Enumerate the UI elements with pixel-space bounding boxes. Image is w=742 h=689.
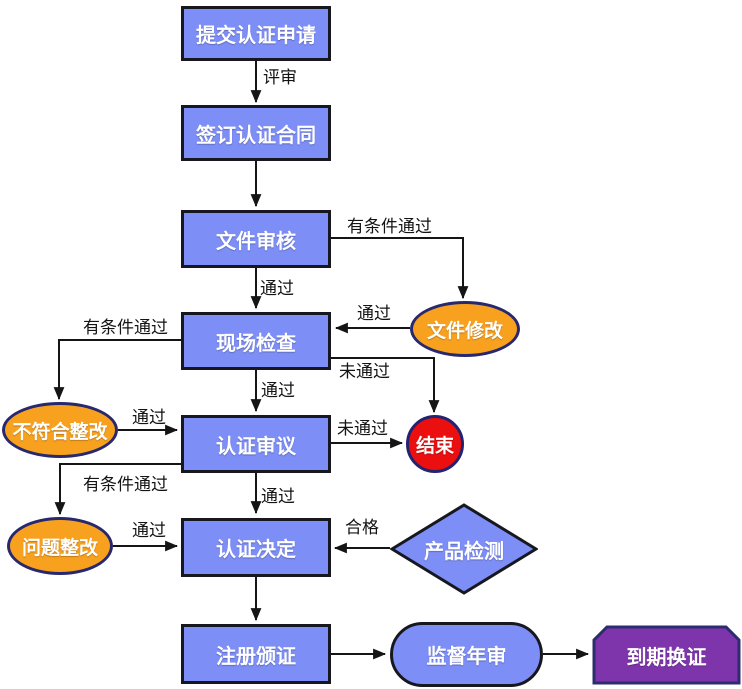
node-annual-supervision-review: 监督年审 — [390, 622, 543, 687]
edge-label-pass-nonconform: 通过 — [132, 408, 166, 428]
node-end: 结束 — [406, 415, 464, 473]
node-sign-contract: 签订认证合同 — [181, 105, 331, 161]
edge-docreview-docmodify — [331, 237, 469, 300]
node-problem-rectification: 问题整改 — [7, 517, 113, 575]
node-label: 不符合整改 — [12, 420, 108, 443]
node-label: 现场检查 — [216, 330, 296, 355]
node-label: 问题整改 — [21, 536, 98, 559]
node-label: 签订认证合同 — [196, 122, 316, 147]
edge-label-qualified: 合格 — [345, 518, 379, 538]
node-label: 认证审议 — [216, 433, 296, 458]
edge-siteinspection-end — [331, 357, 440, 414]
node-label: 结束 — [415, 434, 454, 457]
beveled-rectangle-shape — [592, 625, 741, 685]
node-document-review: 文件审核 — [181, 210, 331, 268]
node-label: 监督年审 — [426, 644, 507, 668]
node-product-testing: 产品检测 — [390, 503, 538, 595]
node-label: 文件修改 — [426, 319, 503, 342]
edge-label-pass-siteinspection: 通过 — [261, 381, 295, 401]
diamond-shape — [390, 503, 538, 595]
node-certification-decision: 认证决定 — [181, 518, 331, 577]
node-registration-certificate: 注册颁证 — [181, 624, 331, 684]
node-label: 产品检测 — [424, 538, 504, 563]
node-certification-deliberation: 认证审议 — [181, 415, 331, 473]
edge-label-fail-siteinspection: 未通过 — [339, 362, 390, 382]
edge-label-review: 评审 — [263, 68, 297, 88]
node-label: 提交认证申请 — [196, 23, 316, 47]
node-submit-application: 提交认证申请 — [181, 6, 331, 61]
edge-label-conditional-pass-docreview: 有条件通过 — [347, 217, 432, 237]
edge-label-fail-deliberation: 未通过 — [337, 419, 388, 439]
node-label: 文件审核 — [216, 228, 296, 253]
node-label: 认证决定 — [216, 537, 296, 561]
edge-label-pass-docmodify: 通过 — [357, 304, 391, 324]
edge-label-conditional-pass-deliberation: 有条件通过 — [83, 475, 168, 495]
edge-siteinspection-nonconform — [53, 339, 181, 401]
edge-label-conditional-pass-siteinspection: 有条件通过 — [83, 318, 168, 338]
node-label: 注册颁证 — [216, 643, 296, 668]
edge-label-pass-deliberation: 通过 — [261, 487, 295, 507]
node-document-modification: 文件修改 — [410, 301, 520, 357]
node-site-inspection: 现场检查 — [181, 312, 331, 370]
edge-label-pass-problemrectify: 通过 — [132, 521, 166, 541]
edge-label-pass-docreview: 通过 — [260, 279, 294, 299]
edge-deliberation-problemrectify — [54, 463, 181, 516]
node-label: 到期换证 — [626, 644, 707, 669]
node-nonconformity-rectification: 不符合整改 — [2, 402, 118, 458]
node-certificate-renewal: 到期换证 — [592, 625, 741, 685]
